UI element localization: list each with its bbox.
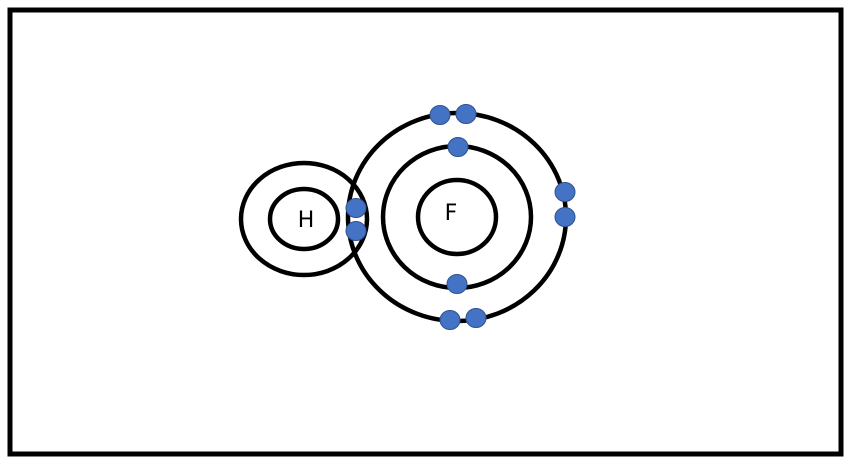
electrons — [345, 104, 576, 330]
hydrogen-symbol: H — [298, 208, 315, 233]
fluorine-outer-electron-top-1 — [429, 105, 451, 125]
fluorine-inner-electron-top — [447, 137, 469, 157]
fluorine-outer-electron-right-2 — [554, 207, 576, 227]
shared-electron-1 — [345, 198, 367, 218]
shared-electron-2 — [345, 221, 367, 241]
fluorine-outer-electron-bottom-2 — [465, 308, 487, 328]
hydrogen-nucleus — [267, 186, 341, 252]
hydrogen-atom: H — [238, 160, 370, 278]
fluorine-outer-electron-bottom-1 — [439, 310, 461, 330]
fluorine-outer-electron-right-1 — [554, 182, 576, 202]
hydrogen-outer-shell — [238, 160, 370, 278]
fluorine-outer-electron-top-2 — [455, 104, 477, 124]
diagram-frame — [7, 7, 844, 457]
fluorine-symbol: F — [445, 201, 458, 226]
fluorine-nucleus — [415, 177, 499, 257]
fluorine-inner-electron-bottom — [446, 274, 468, 294]
